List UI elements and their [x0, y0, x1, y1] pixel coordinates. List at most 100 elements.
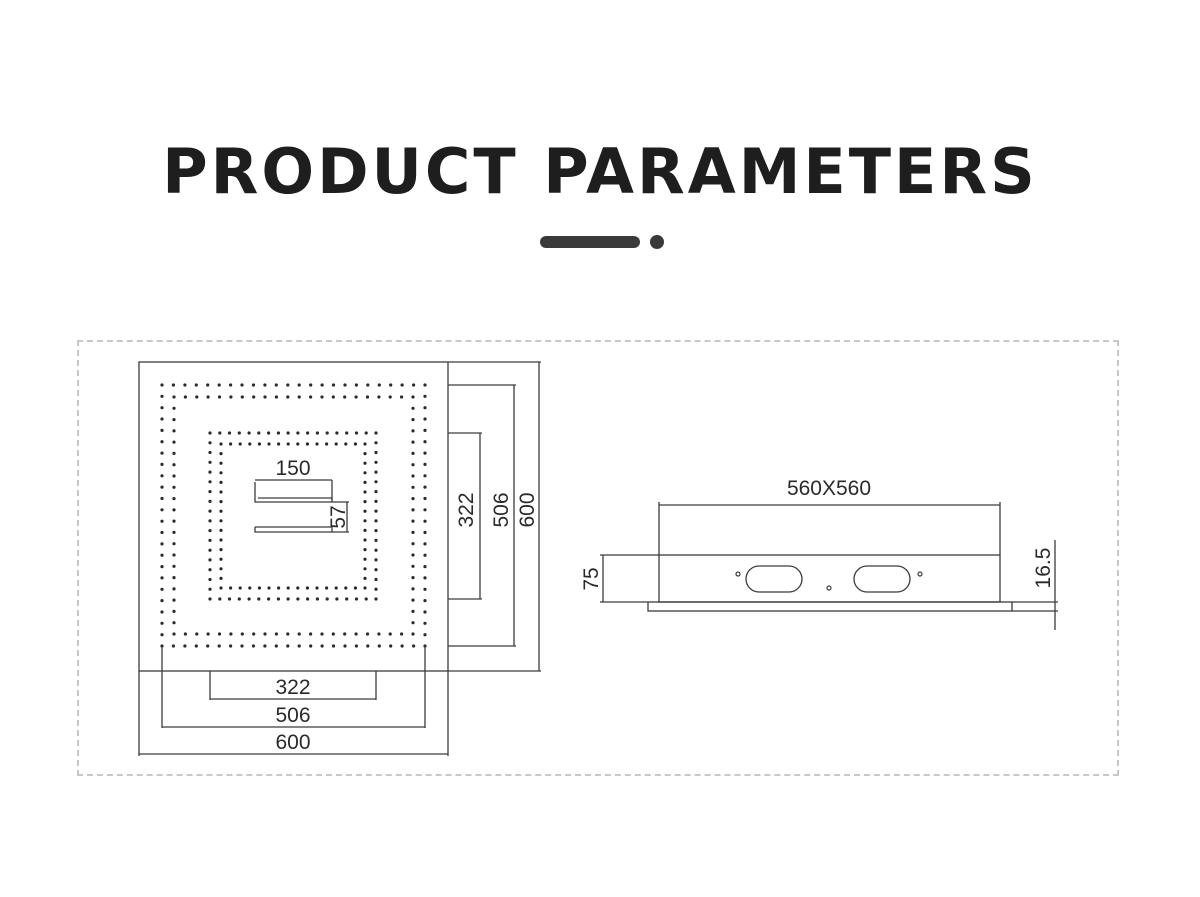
perforation-dot [208, 538, 212, 543]
perforation-dot [389, 383, 393, 387]
perforation-dot [160, 406, 164, 410]
perforation-dot [331, 632, 335, 636]
perforation-dot [411, 598, 415, 602]
perforation-dot [208, 587, 212, 591]
title-accent [540, 235, 670, 249]
perforation-dot [219, 557, 223, 561]
perforation-dot [411, 621, 415, 625]
perforation-dot [229, 586, 233, 590]
perforation-dot [411, 564, 415, 568]
perforation-dot [227, 597, 232, 601]
perforation-dot [331, 395, 335, 399]
perforation-dot [297, 395, 301, 399]
perforation-dot [160, 474, 164, 478]
perforation-dot [195, 395, 199, 399]
perforation-dot [296, 442, 300, 446]
perforation-dot [374, 460, 378, 464]
perforation-dot [263, 383, 267, 387]
perforation-dot [219, 538, 223, 542]
perforation-dot [354, 597, 359, 601]
perforation-dot [335, 431, 339, 435]
perforation-dot [309, 383, 313, 387]
perforation-dot [263, 644, 267, 648]
side-view: 560X560 75 16.5 [580, 477, 1058, 630]
perforation-dot [257, 586, 261, 590]
perforation-dot [411, 553, 415, 557]
perforation-dot [240, 632, 244, 636]
height-dimensions: 322 506 600 [448, 361, 541, 672]
perforation-dot [374, 529, 378, 533]
perforation-dot [412, 644, 416, 648]
perforation-dot [208, 441, 212, 445]
perforation-dot [320, 383, 324, 387]
perforation-dot [172, 530, 176, 535]
perforation-dot [286, 597, 290, 601]
page-title: PRODUCT PARAMETERS [162, 135, 1038, 208]
perforation-dot [344, 442, 348, 446]
perforation-dot [172, 440, 176, 444]
perforation-dot [208, 480, 212, 484]
perforation-dot [172, 598, 176, 602]
perforation-dot [374, 509, 378, 513]
perforation-dot [217, 632, 222, 636]
perforation-dot [183, 383, 187, 387]
perforation-dot [219, 452, 223, 456]
perforation-dot [400, 383, 404, 387]
perforation-dot [171, 644, 175, 648]
perforation-dot [171, 383, 175, 387]
perforation-dot [363, 557, 367, 561]
perforation-dot [227, 431, 232, 435]
perforation-dot [229, 442, 233, 446]
perforation-dot [363, 528, 367, 533]
perforation-dot [267, 442, 271, 446]
perforation-dot [354, 395, 358, 399]
top-view: 150 57 322 506 600 [138, 361, 541, 756]
perforation-dot [172, 587, 176, 591]
perforation-dot [374, 450, 378, 455]
perforation-dot [208, 499, 212, 503]
perforation-dot [252, 395, 256, 399]
perforation-dot [219, 461, 223, 465]
perforation-dot [363, 519, 367, 523]
plate-outline [138, 361, 449, 672]
perforation-dot [217, 383, 221, 387]
perforation-dot [411, 497, 415, 501]
perforation-dot [411, 429, 415, 433]
perforation-dot [160, 508, 164, 512]
perforation-dot [411, 406, 415, 410]
perforation-dot [160, 462, 164, 466]
perforation-dot [400, 632, 404, 636]
perforation-dot [240, 644, 244, 648]
perforation-dot [423, 519, 427, 523]
perforation-dot [219, 442, 223, 446]
perforation-dot [363, 586, 367, 590]
perforation-dot [363, 461, 367, 465]
slot-detail: 150 57 [254, 457, 350, 533]
perforation-dot [160, 633, 164, 637]
perforation-dot [377, 395, 381, 399]
diagram-frame [77, 340, 1119, 776]
perforation-dot [267, 597, 271, 601]
screw-hole-left [735, 571, 741, 577]
perforation-dot [194, 644, 198, 648]
dim-height-inner: 322 [455, 492, 478, 527]
perforation-dot [267, 586, 271, 590]
perforation-dot [248, 586, 252, 590]
perforation-dot [172, 395, 176, 399]
perforation-dot [334, 586, 338, 590]
perforation-dot [315, 586, 319, 590]
dim-body-size: 560X560 [787, 477, 871, 500]
perforation-dot [423, 496, 427, 501]
perforation-dot [374, 538, 378, 543]
perforation-dot [219, 490, 223, 494]
perforation-dot [363, 480, 367, 484]
perforation-dot [286, 431, 290, 435]
perforation-dot [172, 564, 176, 568]
perforation-dot [354, 431, 359, 435]
perforation-dot [423, 417, 427, 421]
perforation-dot [172, 542, 176, 546]
perforation-dot [363, 548, 367, 552]
perforation-dot [219, 548, 223, 552]
perforation-dot [247, 431, 251, 435]
perforation-dot [172, 406, 176, 410]
